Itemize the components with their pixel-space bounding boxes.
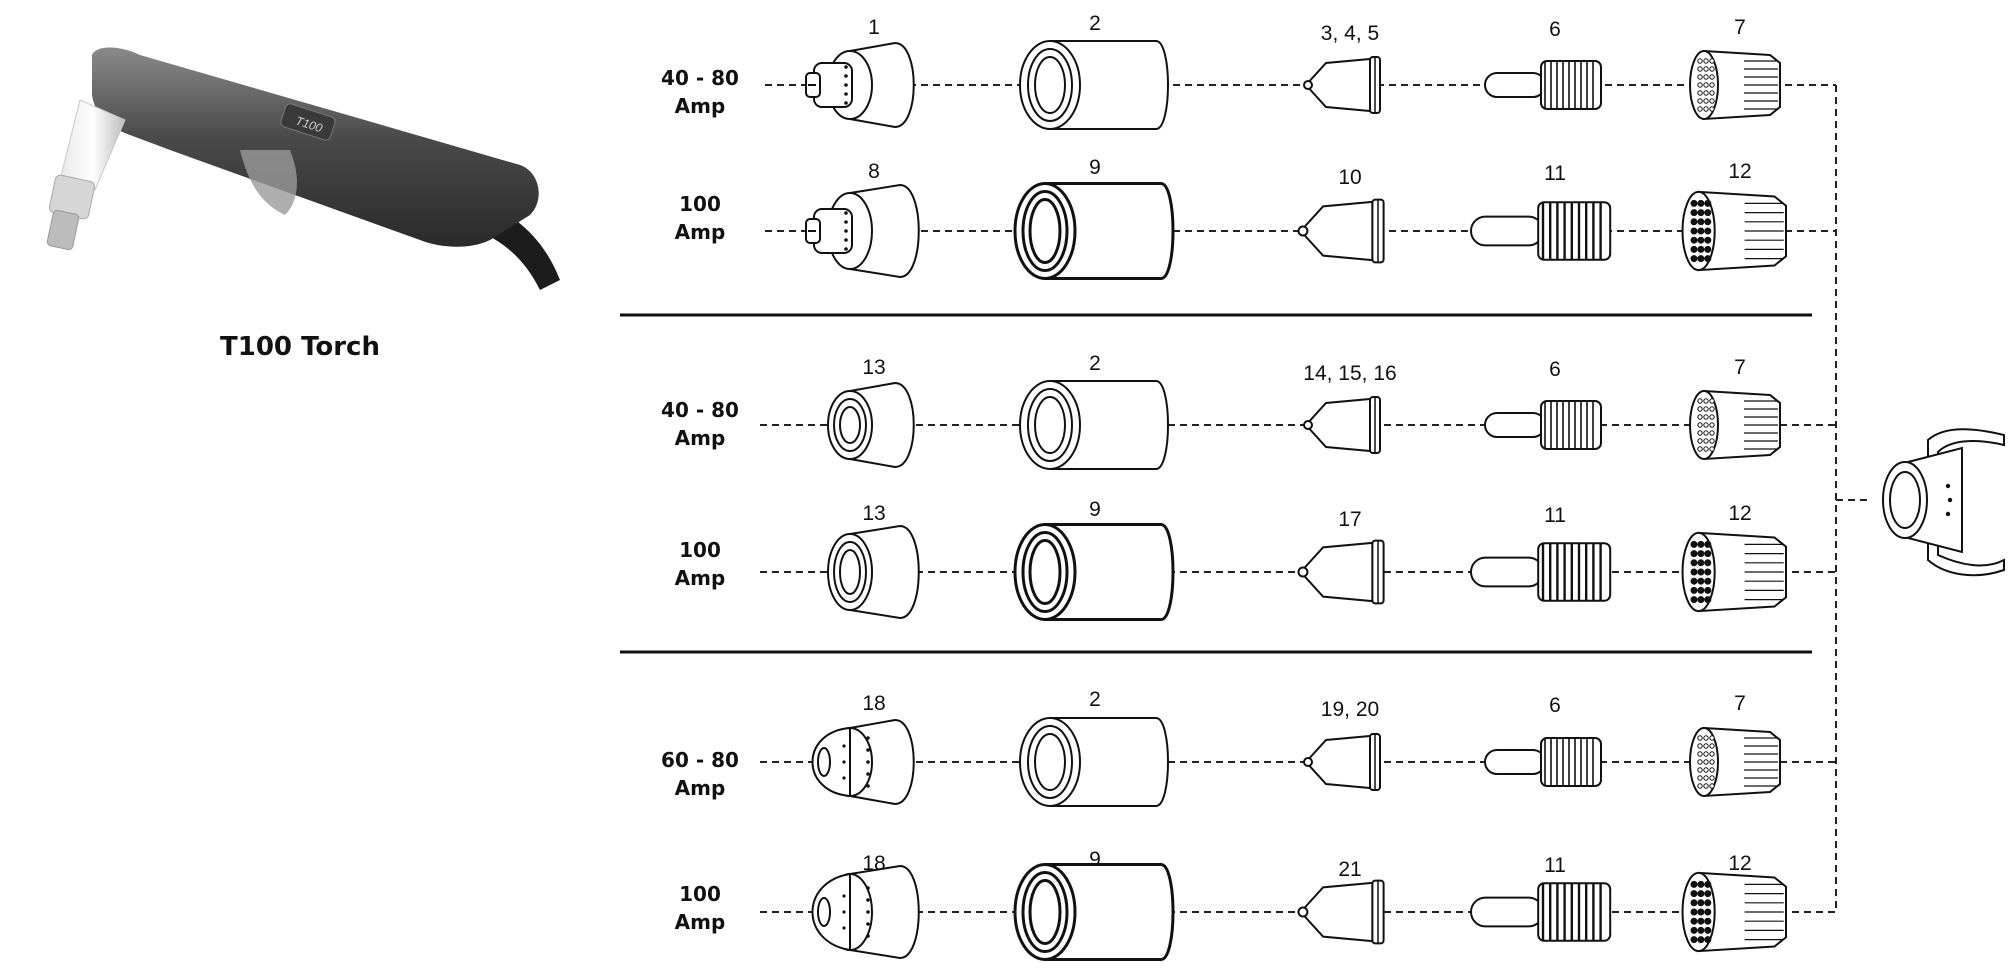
part-number-label: 7 bbox=[1734, 356, 1746, 379]
torch-tip bbox=[46, 209, 80, 251]
torch-head-housing bbox=[1927, 428, 2005, 577]
electrode bbox=[1470, 542, 1612, 602]
retaining-cup bbox=[1013, 863, 1175, 961]
part-number-label: 6 bbox=[1549, 694, 1561, 717]
parts-row bbox=[760, 380, 1836, 470]
electrode bbox=[1470, 201, 1612, 261]
part-number-label: 12 bbox=[1728, 852, 1752, 875]
shield-cap bbox=[811, 718, 915, 806]
amperage-value: 40 - 80 bbox=[661, 66, 739, 90]
part-number-label: 2 bbox=[1089, 688, 1101, 711]
electrode bbox=[1484, 400, 1602, 450]
amperage-unit: Amp bbox=[674, 566, 726, 590]
part-number-label: 11 bbox=[1544, 854, 1566, 877]
part-number-label: 9 bbox=[1089, 156, 1101, 179]
part-number-label: 11 bbox=[1544, 504, 1566, 527]
amperage-value: 100 bbox=[679, 192, 721, 216]
torch-model-plate bbox=[280, 103, 336, 141]
rows-layer bbox=[760, 40, 1836, 961]
torch-head-inner-ring bbox=[1889, 471, 1921, 529]
part-number-label: 2 bbox=[1089, 352, 1101, 375]
retaining-cup bbox=[1013, 523, 1175, 621]
swirl-ring bbox=[1689, 49, 1781, 121]
parts-row bbox=[760, 863, 1836, 961]
amperage-value: 100 bbox=[679, 538, 721, 562]
parts-row bbox=[760, 717, 1836, 807]
part-number-label: 12 bbox=[1728, 160, 1752, 183]
shield-cap bbox=[805, 41, 915, 129]
amperage-value: 40 - 80 bbox=[661, 398, 739, 422]
shield-cap bbox=[827, 381, 915, 469]
cutting-tip bbox=[1297, 198, 1385, 264]
part-number-label: 7 bbox=[1734, 16, 1746, 39]
swirl-ring bbox=[1681, 190, 1787, 272]
parts-row bbox=[765, 182, 1836, 280]
torch-handle bbox=[92, 47, 539, 247]
part-number-label: 12 bbox=[1728, 502, 1752, 525]
swirl-ring bbox=[1681, 871, 1787, 953]
part-number-label: 18 bbox=[862, 692, 886, 715]
shield-cap bbox=[805, 183, 920, 279]
amperage-label: 60 - 80 Amp bbox=[645, 746, 755, 802]
electrode bbox=[1484, 60, 1602, 110]
retaining-cup bbox=[1019, 717, 1169, 807]
parts-row bbox=[760, 523, 1836, 621]
part-number-label: 17 bbox=[1338, 508, 1362, 531]
part-number-label: 6 bbox=[1549, 18, 1561, 41]
torch-illustration: T100 bbox=[46, 47, 560, 290]
torch-caption: T100 Torch bbox=[220, 332, 380, 362]
cutting-tip bbox=[1303, 733, 1381, 791]
amperage-unit: Amp bbox=[674, 776, 726, 800]
torch-trigger-guard bbox=[240, 150, 297, 215]
part-number-label: 9 bbox=[1089, 848, 1101, 871]
retaining-cup bbox=[1019, 380, 1169, 470]
cutting-tip bbox=[1297, 879, 1385, 945]
amperage-label: 40 - 80 Amp bbox=[645, 396, 755, 452]
cutting-tip bbox=[1303, 56, 1381, 114]
amperage-value: 60 - 80 bbox=[661, 748, 739, 772]
swirl-ring bbox=[1681, 531, 1787, 613]
electrode bbox=[1470, 882, 1612, 942]
part-number-label: 1 bbox=[868, 16, 880, 39]
amperage-unit: Amp bbox=[674, 94, 726, 118]
part-number-label: 19, 20 bbox=[1320, 698, 1380, 721]
amperage-unit: Amp bbox=[674, 910, 726, 934]
part-number-label: 21 bbox=[1338, 858, 1362, 881]
part-number-label: 6 bbox=[1549, 358, 1561, 381]
part-number-label: 9 bbox=[1089, 498, 1101, 521]
swirl-ring bbox=[1689, 389, 1781, 461]
amperage-unit: Amp bbox=[674, 220, 726, 244]
amperage-value: 100 bbox=[679, 882, 721, 906]
torch-head bbox=[59, 99, 126, 191]
part-number-label: 2 bbox=[1089, 12, 1101, 35]
amperage-label: 40 - 80 Amp bbox=[645, 64, 755, 120]
cutting-tip bbox=[1303, 396, 1381, 454]
amperage-unit: Amp bbox=[674, 426, 726, 450]
part-number-label: 7 bbox=[1734, 692, 1746, 715]
part-number-label: 8 bbox=[868, 160, 880, 183]
part-number-label: 14, 15, 16 bbox=[1303, 362, 1397, 385]
retaining-cup bbox=[1019, 40, 1169, 130]
electrode bbox=[1484, 737, 1602, 787]
cutting-tip bbox=[1297, 539, 1385, 605]
swirl-ring bbox=[1689, 726, 1781, 798]
torch-head-receiver bbox=[1882, 428, 2005, 577]
shield-cap bbox=[827, 524, 920, 620]
part-number-label: 18 bbox=[862, 852, 886, 875]
part-number-label: 10 bbox=[1338, 166, 1362, 189]
part-number-label: 3, 4, 5 bbox=[1320, 22, 1380, 45]
retaining-cup bbox=[1013, 182, 1175, 280]
parts-row bbox=[765, 40, 1836, 130]
shield-cap bbox=[811, 864, 920, 960]
part-number-label: 13 bbox=[862, 356, 886, 379]
part-number-label: 13 bbox=[862, 502, 886, 525]
part-number-label: 11 bbox=[1544, 162, 1566, 185]
